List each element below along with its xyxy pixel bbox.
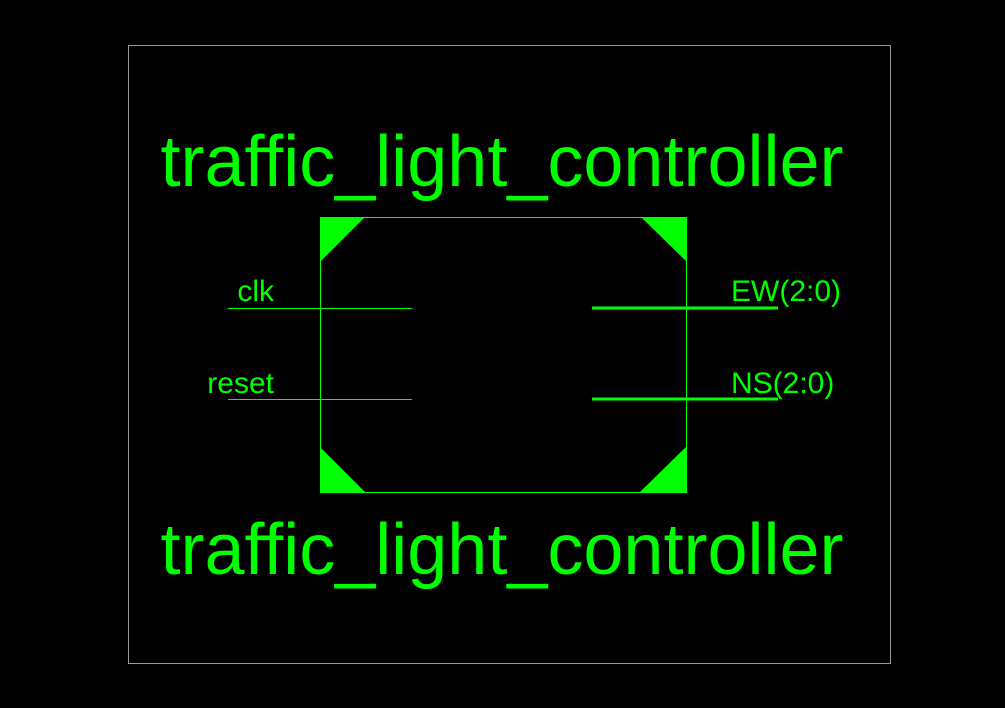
sheet-frame (128, 45, 891, 664)
corner-marker-top-right (641, 217, 687, 262)
symbol-body[interactable] (320, 217, 687, 493)
symbol-name-bottom: traffic_light_controller (160, 510, 843, 590)
corner-marker-top-left (320, 217, 365, 262)
pin-label-reset: reset (207, 367, 274, 400)
pin-label-ew: EW(2:0) (731, 275, 841, 308)
symbol-name-top: traffic_light_controller (160, 122, 843, 202)
pin-label-clk: clk (237, 275, 275, 308)
corner-marker-bottom-right (639, 446, 687, 493)
corner-marker-bottom-left (320, 447, 366, 493)
pin-label-ns: NS(2:0) (731, 367, 834, 400)
